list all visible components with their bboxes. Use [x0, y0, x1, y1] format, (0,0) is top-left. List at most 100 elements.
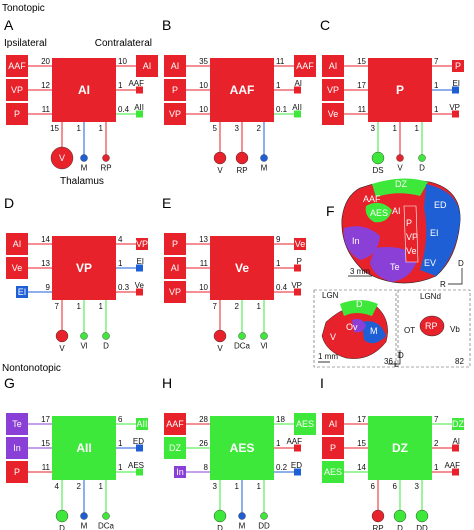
left-node-label-D-2: EI: [18, 287, 27, 297]
bottom-node-circle-B-0: [213, 151, 227, 165]
left-value-H-1: 26: [199, 439, 208, 448]
right-value-E-2: 0.4: [276, 283, 288, 292]
rp-label: RP: [425, 321, 438, 331]
left-node-label-C-0: AI: [329, 61, 338, 71]
bottom-value-H-0: 3: [213, 482, 218, 491]
bottom-node-label-H-0: D: [217, 524, 223, 530]
right-node-label-I-2: AAF: [444, 461, 460, 470]
vb-label: Vb: [450, 325, 460, 334]
area-label-EI: EI: [430, 228, 439, 238]
left-value-B-2: 10: [199, 105, 208, 114]
right-node-box-A-0: [136, 55, 158, 77]
area-label-ED: ED: [434, 200, 447, 210]
left-node-box-D-1: [6, 257, 28, 279]
left-value-I-2: 14: [357, 463, 366, 472]
bottom-node-label-D-2: D: [103, 342, 109, 351]
panel-label-B: B: [162, 17, 171, 33]
bottom-node-circle-D-0: [55, 329, 69, 343]
right-node-label-I-1: AI: [452, 437, 460, 446]
left-node-label-A-0: AAF: [8, 61, 26, 71]
area-label-VP: VP: [406, 232, 418, 242]
left-value-A-2: 11: [42, 105, 51, 114]
right-node-label-B-0: AAF: [296, 61, 314, 71]
left-node-label-G-2: P: [14, 467, 20, 477]
bottom-node-circle-E-0: [213, 329, 227, 343]
left-value-C-2: 11: [358, 105, 367, 114]
right-node-label-E-2: VP: [291, 281, 302, 290]
left-node-label-E-1: AI: [171, 263, 180, 273]
bottom-value-E-2: 1: [257, 302, 262, 311]
left-node-box-E-2: [164, 281, 186, 303]
right-value-G-0: 6: [118, 415, 123, 424]
right-node-box-B-2: [294, 110, 301, 118]
bottom-value-B-1: 3: [235, 124, 240, 133]
bottom-node-circle-I-1: [393, 509, 407, 523]
area-label-P: P: [406, 218, 412, 228]
area-label-AI: AI: [392, 206, 401, 216]
bottom-node-circle-C-2: [418, 154, 426, 162]
panel-label-C: C: [320, 17, 330, 33]
left-node-box-A-2: [6, 103, 28, 125]
left-node-label-C-1: VP: [327, 85, 339, 95]
right-node-box-D-0: [136, 238, 148, 250]
right-node-box-G-1: [136, 444, 143, 452]
left-node-label-G-1: In: [13, 443, 21, 453]
main-area-box-H: [210, 416, 274, 480]
bottom-value-H-2: 1: [257, 482, 262, 491]
bottom-node-circle-H-0: [213, 509, 227, 523]
right-value-D-2: 0.3: [118, 283, 130, 292]
right-node-box-E-2: [294, 288, 301, 296]
left-node-box-I-2: [322, 461, 344, 483]
left-value-D-1: 13: [41, 259, 50, 268]
ipsilateral-label: Ipsilateral: [4, 38, 47, 49]
right-node-label-C-0: P: [455, 61, 461, 71]
left-node-label-B-0: AI: [171, 61, 180, 71]
bottom-node-circle-E-2: [260, 332, 268, 340]
bottom-value-G-1: 2: [77, 482, 82, 491]
bottom-value-A-0: 15: [50, 124, 59, 133]
bottom-node-circle-I-0: [371, 509, 385, 523]
bottom-node-circle-G-1: [80, 512, 88, 520]
thalamus-section-left: LGN D V Ov M 1 mm 36: [313, 289, 401, 368]
left-node-label-I-1: P: [330, 443, 336, 453]
thal-label-M: M: [370, 326, 378, 336]
right-node-box-H-0: [294, 413, 316, 435]
bottom-value-B-2: 2: [257, 124, 262, 133]
right-value-C-2: 1: [434, 105, 439, 114]
right-node-box-I-1: [452, 444, 459, 452]
panel-label-D: D: [4, 195, 14, 211]
main-area-box-I: [368, 416, 432, 480]
right-node-label-H-1: AAF: [286, 437, 302, 446]
panel-label-F: F: [326, 203, 335, 219]
orient-r-top: R: [440, 280, 446, 289]
main-area-label-E: Ve: [235, 261, 249, 275]
bottom-node-label-C-1: V: [397, 164, 403, 173]
left-node-label-B-2: VP: [169, 109, 181, 119]
left-value-H-2: 8: [204, 463, 209, 472]
right-node-box-I-0: [452, 418, 464, 430]
right-value-H-1: 1: [276, 439, 281, 448]
left-node-box-E-1: [164, 257, 186, 279]
area-label-AES: AES: [370, 208, 388, 218]
left-node-box-A-0: [6, 55, 28, 77]
left-node-label-C-2: Ve: [328, 109, 339, 119]
left-node-box-B-0: [164, 55, 186, 77]
right-value-C-1: 1: [434, 81, 439, 90]
left-node-box-D-0: [6, 233, 28, 255]
left-node-box-I-0: [322, 413, 344, 435]
right-value-A-2: 0.4: [118, 105, 130, 114]
left-node-box-H-2: [174, 466, 186, 478]
main-area-box-C: [368, 58, 432, 122]
bottom-value-A-2: 1: [99, 124, 104, 133]
left-node-box-G-1: [6, 437, 28, 459]
bottom-node-label-C-0: DS: [372, 166, 383, 175]
left-node-label-D-0: AI: [13, 239, 22, 249]
left-node-box-A-1: [6, 79, 28, 101]
left-value-E-2: 10: [199, 283, 208, 292]
left-node-label-H-0: AAF: [166, 419, 184, 429]
right-value-I-1: 2: [434, 439, 439, 448]
